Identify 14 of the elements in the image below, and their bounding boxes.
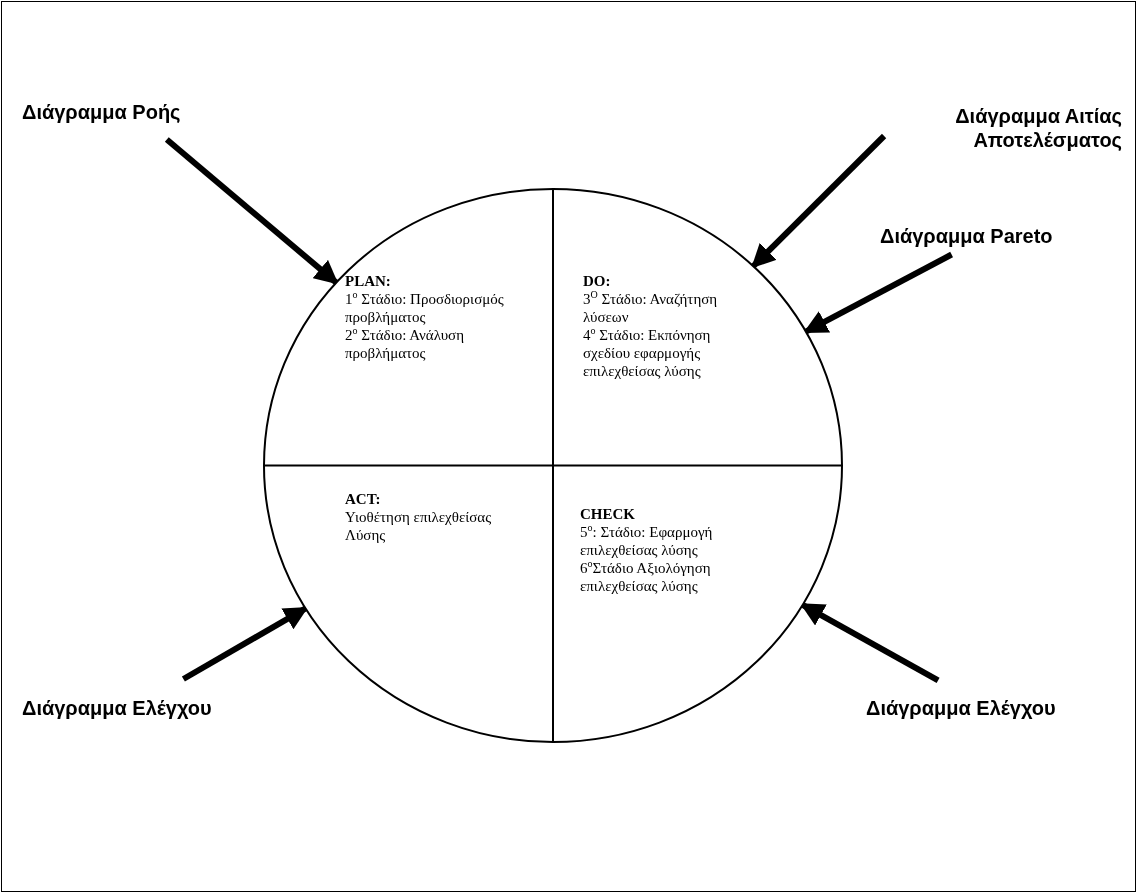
quadrant-text: DO: 3$^{O}$ Στάδιο: Αναζήτηση λύσεων 4$^{o}$ Στάδιο: Εκπόνηση σχεδίου εφαρμογής επιλεχθείσας λύσης xyxy=(583,272,743,380)
tool-label: Διάγραμμα Ελέγχου xyxy=(866,696,1116,720)
quadrant-text: PLAN: 1$^{o}$ Στάδιο: Προσδιορισμός προβλήματος 2$^{o}$ Στάδιο: Ανάλυση προβλήματος xyxy=(345,272,545,362)
quadrant-text: ACT: Υιοθέτηση επιλεχθείσας Λύσης xyxy=(345,490,530,544)
arrow xyxy=(803,251,953,335)
arrow xyxy=(181,605,309,682)
tool-label: Διάγραμμα Αιτίας Αποτελέσματος xyxy=(852,104,1122,152)
arrow xyxy=(164,137,339,285)
quadrant-text: CHECK 5$^{o}$: Στάδιο: Εφαρμογή επιλεχθείσας λύσης 6$^{o}$Στάδιο Αξιολόγηση επιλεχθείσας λύσης xyxy=(580,505,760,595)
tool-label: Διάγραμμα Ελέγχου xyxy=(22,696,262,720)
arrow xyxy=(751,133,887,269)
tool-label: Διάγραμμα Pareto xyxy=(880,224,1120,248)
tool-label: Διάγραμμα Ροής xyxy=(22,100,252,124)
arrow xyxy=(800,602,940,684)
